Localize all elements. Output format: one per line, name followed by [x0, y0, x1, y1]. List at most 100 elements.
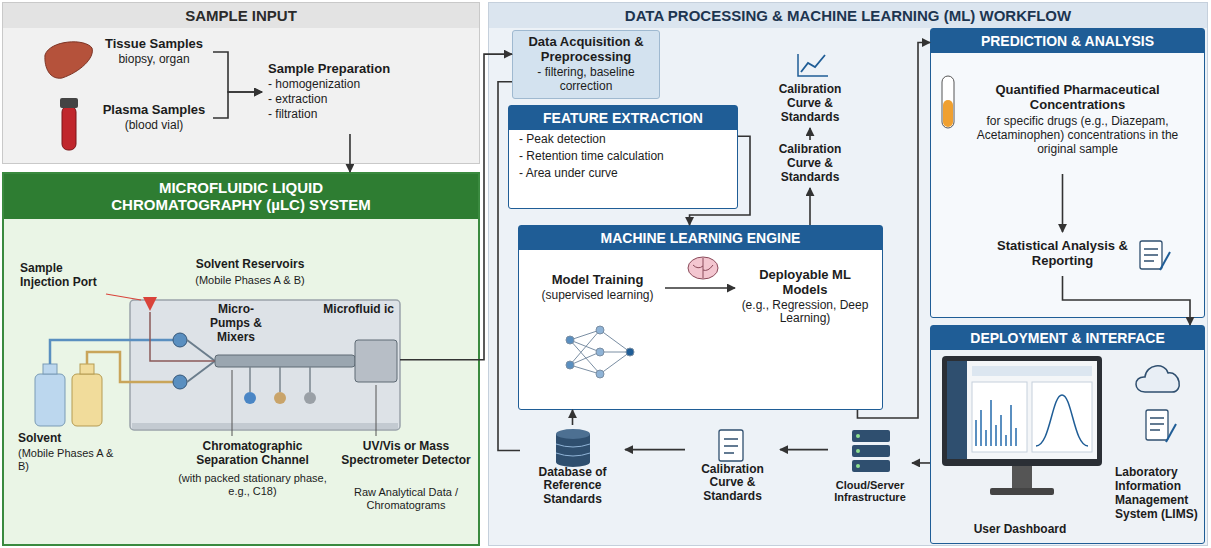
part-label: Raw Analytical Data / Chromatograms: [340, 486, 472, 511]
prediction-panel: PREDICTION & ANALYSIS Quantified Pharmace…: [930, 28, 1205, 318]
cloud-icon: [1136, 366, 1179, 392]
network-icon: [566, 326, 634, 378]
node-text: - extraction: [268, 93, 416, 107]
node-text: Quantified Pharmaceutical Concentrations: [968, 83, 1187, 113]
flow-arrow: [665, 287, 735, 289]
flow-arrow: [857, 43, 930, 419]
part-label: (Mobile Phases A & B): [18, 447, 118, 472]
label-holder: Raw Analytical Data / Chromatograms: [340, 486, 472, 511]
sample-label: Plasma Samples(blood vial): [95, 100, 213, 136]
monitor-illustration: [942, 356, 1102, 495]
part-label: Chromatographic Separation Channel: [170, 440, 335, 468]
label-holder: UV/Vis or Mass Spectrometer Detector: [340, 440, 472, 468]
flow-arrow: [572, 410, 574, 425]
process-box: FEATURE EXTRACTION - Peak detection - Rete…: [508, 105, 738, 209]
panel-title: DEPLOYMENT & INTERFACE: [931, 326, 1204, 350]
flow-arrow: [780, 449, 828, 451]
node-text: Sample Preparation: [268, 62, 416, 77]
test-tube-icon: [942, 76, 954, 128]
panel-title: SAMPLE INPUT: [3, 3, 479, 28]
panel-title: MACHINE LEARNING ENGINE: [519, 226, 882, 250]
node-text: (blood vial): [98, 119, 210, 133]
flow-arrow: [809, 128, 811, 140]
node-text: - Peak detection: [519, 133, 727, 147]
part-label: (Mobile Phases A & B): [175, 274, 325, 287]
flow-arrow: [1062, 174, 1064, 232]
icon-node: User Dashboard: [960, 520, 1080, 540]
node-text: Cloud/Server Infrastructure: [831, 479, 909, 504]
microfluidic-chip: Microfluid ic: [130, 300, 400, 430]
part-label: UV/Vis or Mass Spectrometer Detector: [340, 440, 472, 468]
node-text: - homogenization: [268, 78, 416, 92]
node-text: - filtering, baseline correction: [517, 66, 655, 94]
node-text: Microfluid ic: [136, 303, 394, 317]
flow-arrow: [625, 449, 685, 451]
label-holder: (Mobile Phases A & B): [175, 274, 325, 287]
flow-arrow: [213, 52, 262, 92]
panel-title: FEATURE EXTRACTION: [509, 106, 737, 130]
node-text: Tissue Samples: [98, 37, 210, 52]
microfluidic-chip-drawing: [50, 294, 400, 436]
deployment-panel: DEPLOYMENT & INTERFACE User Dashboard Labo…: [930, 325, 1205, 544]
node-text: Model Training: [533, 273, 662, 288]
panel-title: PREDICTION & ANALYSIS: [931, 29, 1204, 53]
process-box: Sample Preparation- homogenization- extr…: [262, 50, 422, 134]
node-text: Plasma Samples: [98, 103, 210, 118]
flow-arrow: [400, 54, 512, 360]
icon-node: Calibration Curve & Standards: [685, 425, 780, 507]
flow-arrow: [213, 92, 262, 118]
input-panel: SAMPLE INPUT Tissue Samplesbiopsy, organP…: [2, 2, 480, 164]
node-text: biopsy, organ: [98, 53, 210, 67]
document-icon: [719, 241, 1176, 461]
panel-title: MICROFLUIDIC LIQUID CHROMATOGRAPHY (µLC)…: [4, 174, 478, 219]
icon-node: Database of Reference Standards: [520, 425, 625, 510]
label-holder: Micro- Pumps & Mixers: [205, 303, 267, 344]
node-text: (supervised learning): [533, 289, 662, 303]
process-label: Deployable ML Models(e.g., Regression, D…: [735, 262, 875, 332]
node-text: - Area under curve: [519, 167, 727, 181]
engine-panel: MACHINE LEARNING ENGINE Model Training(su…: [518, 225, 883, 410]
output-label: Calibration Curve & Standards: [760, 140, 860, 188]
part-label: (with packed stationary phase, e.g., C18…: [170, 472, 335, 497]
label-holder: Solvent: [18, 432, 118, 446]
flow-arrow: [1063, 276, 1191, 325]
node-text: Database of Reference Standards: [523, 466, 622, 507]
icon-node: Cloud/Server Infrastructure: [828, 425, 912, 507]
node-text: User Dashboard: [963, 523, 1077, 537]
flow-arrow: [912, 462, 930, 464]
label-holder: Solvent Reservoirs: [175, 258, 325, 272]
node-text: Calibration Curve & Standards: [763, 143, 857, 184]
node-text: (e.g., Regression, Deep Learning): [738, 299, 872, 327]
output-label: Calibration Curve & Standards: [760, 80, 860, 128]
node-text: Data Acquisition & Preprocessing: [517, 35, 655, 65]
part-label: Solvent: [18, 432, 118, 446]
solvent-bottles: [35, 364, 102, 426]
part-label: Solvent Reservoirs: [175, 258, 325, 272]
node-text: Statistical Analysis & Reporting: [993, 239, 1132, 269]
part-label: Micro- Pumps & Mixers: [205, 303, 267, 344]
sample-label: Tissue Samplesbiopsy, organ: [95, 34, 213, 70]
database-icon: [556, 429, 590, 467]
chart-icon: [798, 54, 828, 76]
process-box: Data Acquisition & Preprocessing- filter…: [512, 30, 660, 99]
icon-node: Laboratory Information Management System…: [1112, 462, 1205, 526]
process-label: Model Training(supervised learning): [530, 268, 665, 308]
label-holder: Sample Injection Port: [20, 262, 115, 290]
node-text: - filtration: [268, 108, 416, 122]
workflow-panel: DATA PROCESSING & MACHINE LEARNING (ML) …: [488, 2, 1208, 546]
flow-arrow: [690, 136, 750, 225]
panel-title: DATA PROCESSING & MACHINE LEARNING (ML) …: [489, 3, 1207, 28]
liver-icon: [45, 42, 92, 78]
server-icon: [852, 430, 890, 472]
label-holder: Chromatographic Separation Channel: [170, 440, 335, 468]
blood-vial-icon: [60, 98, 78, 150]
brain-icon: [688, 257, 718, 279]
node-text: - Retention time calculation: [519, 150, 727, 164]
flow-arrow: [809, 188, 811, 225]
label-holder: (with packed stationary phase, e.g., C18…: [170, 472, 335, 497]
flow-arrow: [498, 82, 520, 451]
node-text: for specific drugs (e.g., Diazepam, Acet…: [968, 115, 1187, 156]
node-text: Deployable ML Models: [738, 268, 872, 298]
part-label: Sample Injection Port: [20, 262, 115, 290]
